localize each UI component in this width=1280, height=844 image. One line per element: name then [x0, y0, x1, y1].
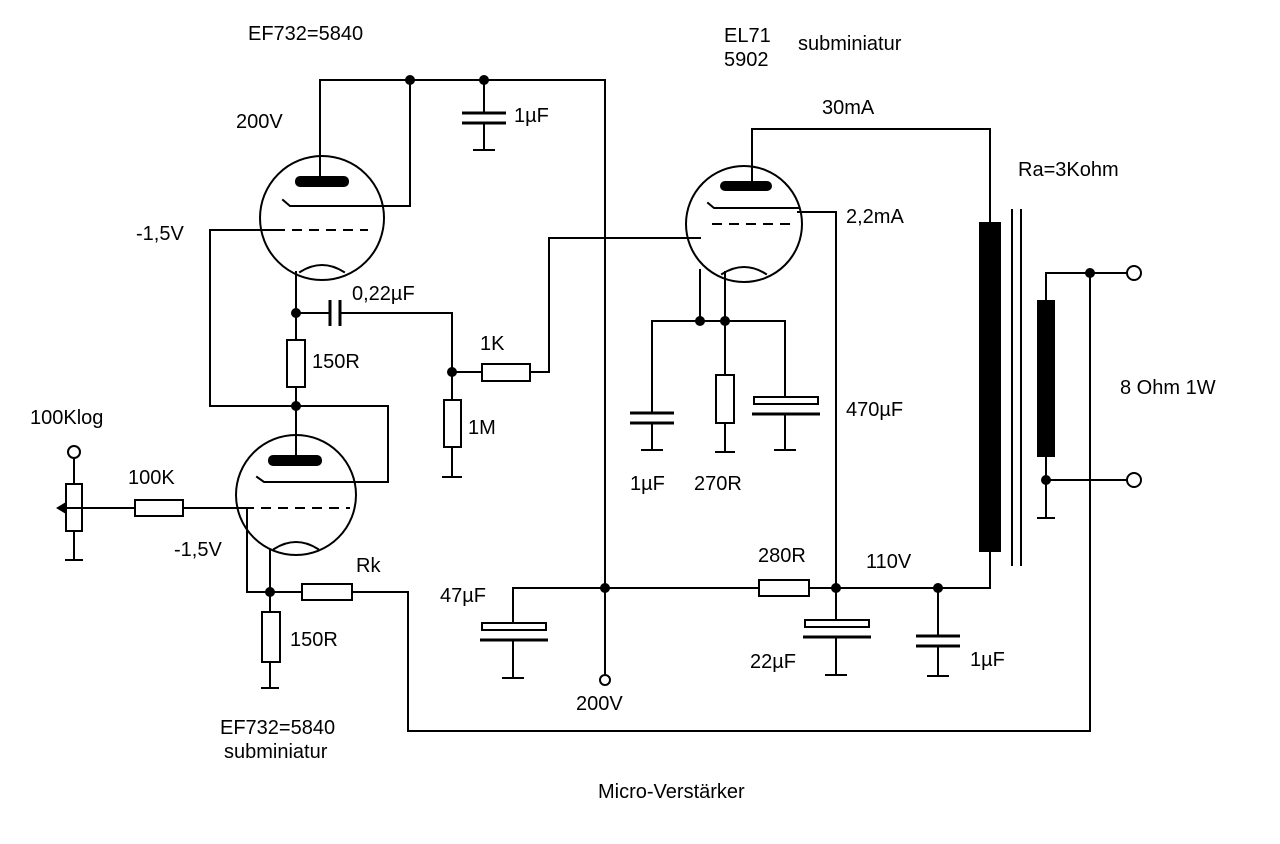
label-v-neg-bottom: -1,5V — [174, 539, 222, 561]
label-v-neg-top: -1,5V — [136, 223, 184, 245]
capacitor-470uf — [752, 320, 820, 451]
resistor-150r-top — [286, 339, 306, 388]
label-r-280r: 280R — [758, 545, 806, 567]
label-r-100k: 100K — [128, 467, 175, 489]
label-tube-v3-line1: EF732=5840 — [220, 717, 336, 739]
label-r-150r-top: 150R — [312, 351, 360, 373]
label-c-022uf: 0,22µF — [352, 283, 415, 305]
label-tube-el71-suffix: subminiatur — [798, 33, 902, 55]
label-tube-el71-line2: 5902 — [724, 49, 769, 71]
label-r-150r-bottom: 150R — [290, 629, 338, 651]
output-transformer — [979, 209, 1142, 566]
resistor-100k — [134, 499, 184, 517]
label-tube-v1: EF732=5840 — [248, 23, 364, 45]
capacitor-022uf — [295, 300, 453, 373]
label-pot-100klog: 100Klog — [30, 407, 104, 429]
label-c-47uf: 47µF — [440, 585, 486, 607]
label-i-22ma: 2,2mA — [846, 206, 904, 228]
label-r-1m: 1M — [468, 417, 496, 439]
label-v-200-bottom: 200V — [576, 693, 623, 715]
label-c-22uf: 22µF — [750, 651, 796, 673]
tube-v3 — [235, 434, 357, 556]
label-c-1uf-right: 1µF — [970, 649, 1005, 671]
label-i-30ma: 30mA — [822, 97, 875, 119]
capacitor-1uf-right — [916, 587, 960, 677]
label-c-1uf-cathode: 1µF — [630, 473, 665, 495]
resistor-1m — [443, 399, 462, 448]
label-c-1uf-top: 1µF — [514, 105, 549, 127]
capacitor-1uf-cathode — [630, 320, 674, 451]
diagram-caption: Micro-Verstärker — [598, 781, 745, 803]
label-tube-v3-line2: subminiatur — [224, 741, 328, 763]
capacitor-1uf-top — [462, 79, 506, 151]
label-c-470uf: 470µF — [846, 399, 904, 421]
resistor-280r — [758, 579, 810, 597]
capacitor-47uf — [480, 587, 548, 679]
resistor-1k — [481, 363, 531, 382]
label-load-8ohm: 8 Ohm 1W — [1120, 377, 1216, 399]
label-tube-el71-line1: EL71 — [724, 25, 771, 47]
label-r-rk: Rk — [356, 555, 381, 577]
capacitor-22uf — [803, 587, 871, 676]
tube-v1 — [209, 79, 411, 281]
resistor-150r-bottom — [261, 611, 281, 663]
tube-el71 — [685, 128, 991, 589]
resistor-270r — [715, 374, 735, 424]
label-v-200-top: 200V — [236, 111, 283, 133]
resistor-rk — [301, 583, 353, 601]
label-r-1k: 1K — [480, 333, 505, 355]
label-ra-3kohm: Ra=3Kohm — [1018, 159, 1119, 181]
label-v-110v: 110V — [866, 551, 912, 573]
label-r-270r: 270R — [694, 473, 742, 495]
